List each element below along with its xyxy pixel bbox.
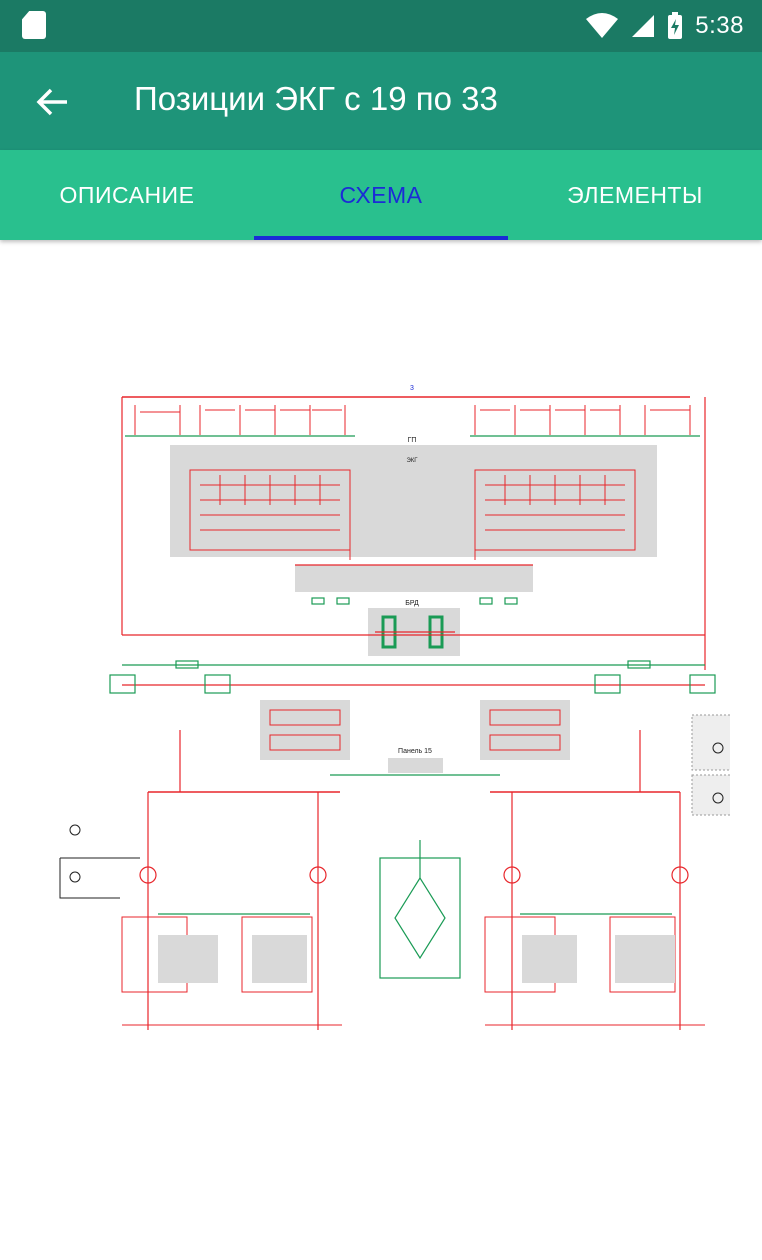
electrical-scheme-diagram[interactable]: 3 ГП ЭКГ БРД	[50, 380, 730, 1040]
wifi-icon	[586, 13, 619, 38]
top-number-label: 3	[410, 385, 414, 392]
arrow-back-icon	[36, 88, 67, 116]
tab-scheme[interactable]: СХЕМА	[254, 150, 508, 240]
status-icons: 5:38	[585, 0, 744, 52]
gp-label: ГП	[408, 437, 417, 444]
app-bar: Позиции ЭКГ с 19 по 33	[0, 52, 762, 150]
battery-charging-icon	[668, 12, 683, 39]
brd-label: БРД	[405, 600, 419, 607]
ekg-label: ЭКГ	[406, 458, 418, 464]
panel-15-label: Панель 15	[398, 748, 432, 755]
tab-description[interactable]: ОПИСАНИЕ	[59, 181, 195, 208]
status-bar: 5:38	[0, 0, 762, 52]
sd-card-icon	[22, 11, 46, 39]
page-title: Позиции ЭКГ с 19 по 33	[134, 80, 498, 117]
status-time: 5:38	[695, 12, 744, 39]
tab-elements[interactable]: ЭЛЕМЕНТЫ	[567, 181, 703, 208]
back-button[interactable]	[30, 80, 74, 124]
signal-icon	[632, 15, 655, 37]
tab-bar: ОПИСАНИЕ СХЕМА ЭЛЕМЕНТЫ	[0, 150, 762, 240]
